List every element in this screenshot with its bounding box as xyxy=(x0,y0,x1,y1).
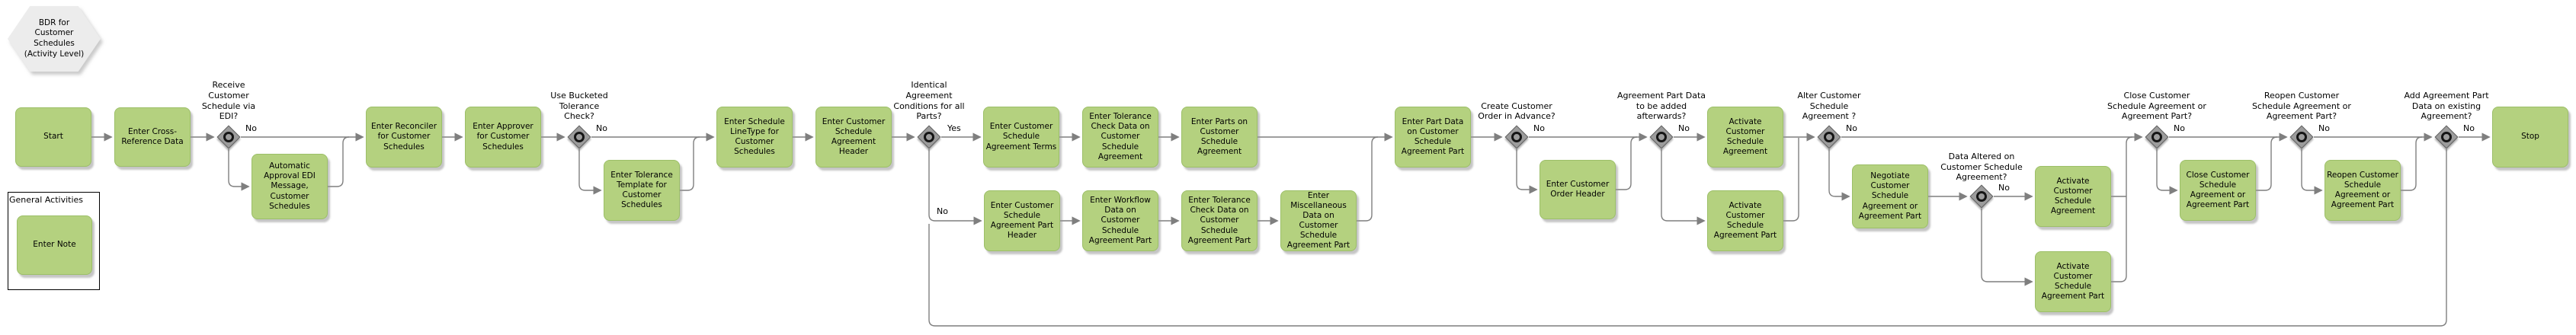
connector-path xyxy=(928,149,982,225)
connector-path xyxy=(328,136,350,187)
decision-use-bucketed-gateway xyxy=(567,125,591,149)
connector-path xyxy=(2156,149,2178,195)
edge-label-no: No xyxy=(937,206,948,216)
edge-label-no: No xyxy=(1846,123,1857,133)
general-activities-label: General Activities xyxy=(9,195,84,205)
activity-start[interactable]: Start xyxy=(15,107,91,167)
gateway-circle-icon xyxy=(1976,191,1987,202)
activity-enter-misc-data-part[interactable]: Enter Miscellaneous Data on Customer Sch… xyxy=(1280,190,1357,251)
decision-receive-edi-gateway xyxy=(216,125,241,149)
activity-enter-note[interactable]: Enter Note xyxy=(17,215,92,275)
decision-create-order-gateway xyxy=(1504,125,1529,149)
activity-automatic-approval-edi-message[interactable]: Automatic Approval EDI Message, Customer… xyxy=(252,154,328,219)
gateway-circle-icon xyxy=(223,132,234,142)
diagram-title: BDR for Customer Schedules (Activity Lev… xyxy=(8,6,101,72)
edge-label-no: No xyxy=(1998,183,2010,193)
activity-enter-cross-reference-data[interactable]: Enter Cross-Reference Data xyxy=(114,107,191,167)
decision-alter-agreement-gateway xyxy=(1817,125,1841,149)
activity-enter-workflow-data-part[interactable]: Enter Workflow Data on Customer Schedule… xyxy=(1082,190,1158,251)
activity-enter-parts-on-csa[interactable]: Enter Parts on Customer Schedule Agreeme… xyxy=(1181,107,1258,168)
activity-activate-csa-part-2[interactable]: Activate Customer Schedule Agreement Par… xyxy=(2035,251,2111,312)
connector-path xyxy=(1357,136,1379,222)
connector-path xyxy=(1981,209,2033,286)
decision-label-use-bucketed: Use Bucketed Tolerance Check? xyxy=(550,90,608,122)
connector-path xyxy=(1616,136,1638,190)
activity-negotiate-csa[interactable]: Negotiate Customer Schedule Agreement or… xyxy=(1852,164,1928,228)
activity-enter-tolerance-template[interactable]: Enter Tolerance Template for Customer Sc… xyxy=(604,160,680,221)
gateway-circle-icon xyxy=(2296,132,2307,142)
edge-label-no: No xyxy=(2174,123,2185,133)
decision-label-data-altered: Data Altered on Customer Schedule Agreem… xyxy=(1940,151,2023,183)
decision-data-altered-gateway xyxy=(1969,184,1994,209)
decision-label-identical-conditions: Identical Agreement Conditions for all P… xyxy=(893,80,965,122)
activity-enter-csa-part-header[interactable]: Enter Customer Schedule Agreement Part H… xyxy=(984,190,1060,251)
edge-label-yes: Yes xyxy=(947,123,961,133)
decision-label-reopen-agreement: Reopen Customer Schedule Agreement or Ag… xyxy=(2252,90,2351,122)
activity-enter-tolerance-check-csa[interactable]: Enter Tolerance Check Data on Customer S… xyxy=(1082,107,1158,168)
activity-enter-part-data-on-part[interactable]: Enter Part Data on Customer Schedule Agr… xyxy=(1395,107,1471,168)
activity-enter-schedule-linetype[interactable]: Enter Schedule LineType for Customer Sch… xyxy=(716,107,793,168)
edge-label-no: No xyxy=(2318,123,2330,133)
connector-path xyxy=(1516,149,1538,194)
activity-reopen-csa[interactable]: Reopen Customer Schedule Agreement or Ag… xyxy=(2324,160,2401,221)
gateway-circle-icon xyxy=(574,132,585,142)
gateway-circle-icon xyxy=(2151,132,2162,142)
gateway-circle-icon xyxy=(924,132,934,142)
decision-label-add-part-data: Add Agreement Part Data on existing Agre… xyxy=(2404,90,2489,122)
activity-activate-csa-2[interactable]: Activate Customer Schedule Agreement xyxy=(2035,166,2111,227)
connector-path xyxy=(2111,136,2133,282)
connector-path xyxy=(2401,136,2423,191)
activity-enter-customer-order-header[interactable]: Enter Customer Order Header xyxy=(1540,160,1616,219)
decision-label-part-data-afterwards: Agreement Part Data to be added afterwar… xyxy=(1616,90,1706,122)
edge-label-no: No xyxy=(596,123,607,133)
gateway-circle-icon xyxy=(1824,132,1834,142)
decision-label-create-order: Create Customer Order in Advance? xyxy=(1478,100,1556,122)
general-activities-panel: General Activities Enter Note xyxy=(8,192,100,290)
activity-enter-tolerance-check-part[interactable]: Enter Tolerance Check Data on Customer S… xyxy=(1181,190,1258,251)
activity-stop[interactable]: Stop xyxy=(2492,107,2568,168)
gateway-circle-icon xyxy=(1656,132,1667,142)
activity-activate-csa[interactable]: Activate Customer Schedule Agreement xyxy=(1707,107,1783,168)
connector-path xyxy=(928,149,2447,327)
edge-label-no: No xyxy=(1678,123,1690,133)
activity-enter-csa-terms[interactable]: Enter Customer Schedule Agreement Terms xyxy=(983,107,1059,168)
diagram-title-hexagon: BDR for Customer Schedules (Activity Lev… xyxy=(8,6,101,72)
connector-path xyxy=(678,136,700,191)
decision-label-close-agreement: Close Customer Schedule Agreement or Agr… xyxy=(2107,90,2206,122)
edge-label-no: No xyxy=(245,123,257,133)
connector-path xyxy=(228,149,250,191)
decision-label-receive-edi: Receive Customer Schedule via EDI? xyxy=(201,80,256,122)
decision-identical-conditions-gateway xyxy=(917,125,941,149)
connector-path xyxy=(2301,149,2323,195)
edge-label-no: No xyxy=(1533,123,1545,133)
connector-path xyxy=(1783,138,1799,222)
connector-path xyxy=(1661,149,1706,225)
gateway-circle-icon xyxy=(2441,132,2452,142)
activity-enter-csa-header[interactable]: Enter Customer Schedule Agreement Header xyxy=(815,107,892,168)
decision-close-agreement-gateway xyxy=(2145,125,2169,149)
activity-enter-reconciler[interactable]: Enter Reconciler for Customer Schedules xyxy=(366,107,442,168)
decision-part-data-afterwards-gateway xyxy=(1649,125,1674,149)
activity-close-csa[interactable]: Close Customer Schedule Agreement or Agr… xyxy=(2180,160,2256,221)
activity-activate-csa-part[interactable]: Activate Customer Schedule Agreement Par… xyxy=(1707,190,1783,251)
decision-reopen-agreement-gateway xyxy=(2289,125,2314,149)
activity-enter-approver[interactable]: Enter Approver for Customer Schedules xyxy=(465,107,541,168)
connector-path xyxy=(578,149,602,195)
edge-label-no: No xyxy=(2463,123,2475,133)
decision-label-alter-agreement: Alter Customer Schedule Agreement ? xyxy=(1797,90,1861,122)
connector-path xyxy=(1828,149,1850,201)
connector-path xyxy=(2256,136,2278,191)
gateway-circle-icon xyxy=(1511,132,1522,142)
decision-add-part-data-gateway xyxy=(2434,125,2459,149)
